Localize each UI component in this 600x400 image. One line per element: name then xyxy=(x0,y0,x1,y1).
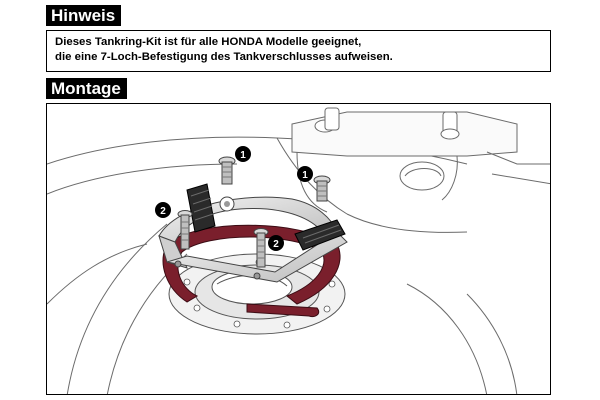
long-screw-left xyxy=(177,210,193,250)
screw-top-right xyxy=(313,175,331,202)
screw-top-left xyxy=(218,156,236,185)
callout-2-left: 2 xyxy=(155,202,171,218)
motorcycle-line-art xyxy=(47,107,550,394)
callout-1-top: 1 xyxy=(235,146,251,162)
hinweis-line-2: die eine 7-Loch-Befestigung des Tankvers… xyxy=(55,51,393,63)
callout-2-center: 2 xyxy=(268,235,284,251)
callout-1-top-number: 1 xyxy=(240,150,246,161)
callout-1-right: 1 xyxy=(297,166,313,182)
montage-illustration: 1 1 2 2 xyxy=(46,103,551,395)
montage-heading: Montage xyxy=(46,78,127,99)
callout-1-right-number: 1 xyxy=(302,170,308,181)
rubber-grips xyxy=(186,183,346,251)
callout-2-center-number: 2 xyxy=(273,239,279,250)
hinweis-line-1: Dieses Tankring-Kit ist für alle HONDA M… xyxy=(55,36,362,48)
assembly-drawing: 1 1 2 2 xyxy=(47,107,550,394)
callout-2-left-number: 2 xyxy=(160,206,166,217)
hinweis-note-box: Dieses Tankring-Kit ist für alle HONDA M… xyxy=(46,30,551,72)
hinweis-heading: Hinweis xyxy=(46,5,122,26)
long-screw-center xyxy=(253,228,269,268)
